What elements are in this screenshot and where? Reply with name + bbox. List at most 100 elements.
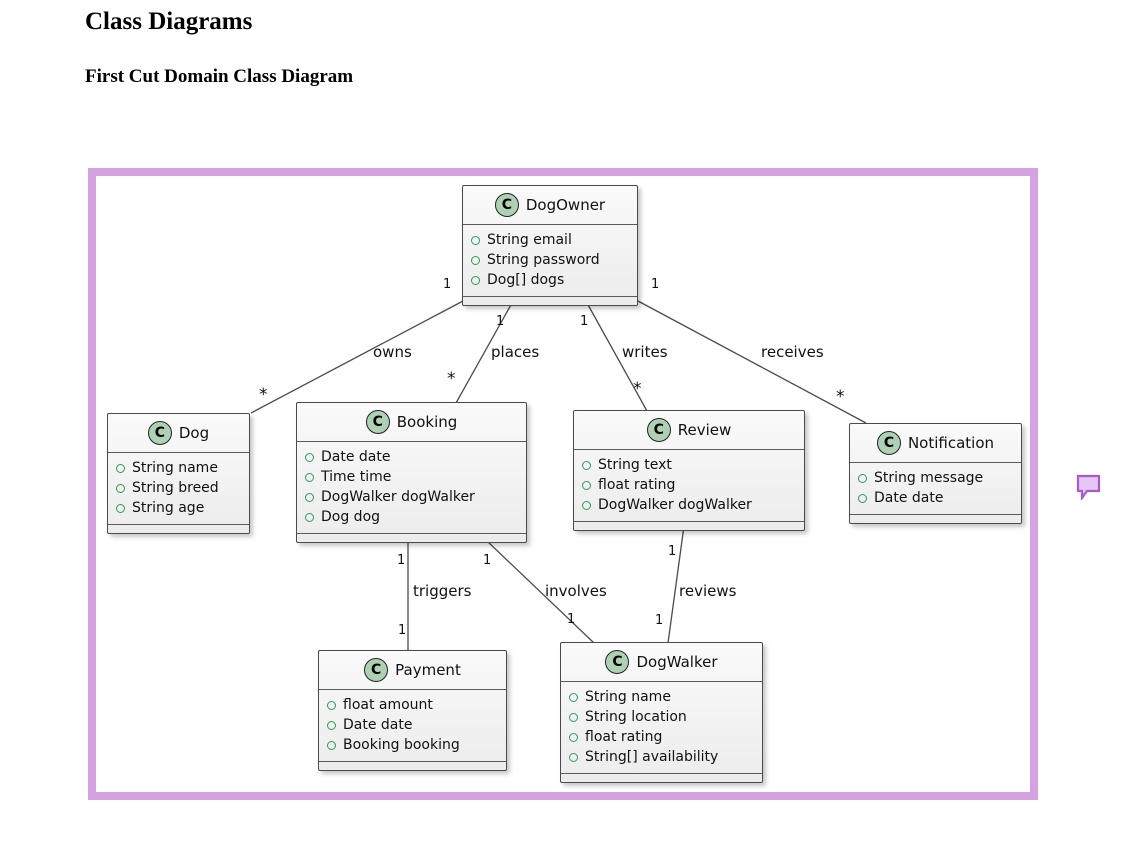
mult-places-source: 1 [496,314,505,329]
attribute-row: float rating [569,727,754,747]
attribute-text: String breed [132,480,219,496]
field-visibility-icon [305,492,314,502]
field-visibility-icon [569,692,578,702]
field-visibility-icon [305,452,314,462]
relation-label-receives: receives [761,343,824,361]
mult-receives-source: 1 [651,277,660,292]
attribute-text: float amount [343,697,433,713]
mult-involves-target: 1 [567,612,576,627]
mult-writes-source: 1 [580,314,589,329]
class-name: Review [677,421,732,439]
attribute-row: String[] availability [569,747,754,767]
mult-places-target: * [447,369,456,389]
attribute-text: String password [487,252,600,268]
class-header: C DogOwner [463,186,637,225]
attribute-text: String name [585,689,671,705]
attributes-compartment: String message Date date [850,463,1021,514]
attribute-text: String age [132,500,205,516]
class-notification: C Notification String message Date date [849,423,1022,524]
attribute-row: String message [858,468,1013,488]
mult-receives-target: * [836,387,845,407]
field-visibility-icon [569,712,578,722]
field-visibility-icon [471,235,480,245]
mult-writes-target: * [633,379,642,399]
attribute-row: DogWalker dogWalker [305,487,518,507]
class-icon: C [147,421,172,445]
field-visibility-icon [327,720,336,730]
attribute-text: float rating [585,729,663,745]
attribute-row: String email [471,230,629,250]
attributes-compartment: String name String breed String age [108,453,249,524]
class-header: C DogWalker [561,643,762,682]
page-title: Class Diagrams [85,8,253,35]
attributes-compartment: String name String location float rating… [561,682,762,773]
attribute-text: Date date [321,449,391,465]
attribute-text: Time time [321,469,392,485]
mult-involves-source: 1 [483,553,492,568]
attribute-text: String location [585,709,687,725]
attribute-text: String message [874,470,984,486]
field-visibility-icon [327,740,336,750]
attribute-row: String location [569,707,754,727]
class-name: DogOwner [525,196,606,214]
mult-owns-target: * [259,385,268,405]
class-dogowner: C DogOwner String email String password … [462,185,638,306]
methods-compartment [297,533,526,542]
attribute-text: Date date [343,717,413,733]
mult-triggers-source: 1 [397,553,406,568]
attribute-text: DogWalker dogWalker [598,497,752,513]
class-icon: C [365,410,390,434]
attribute-row: Date date [327,715,498,735]
attribute-row: Date date [305,447,518,467]
field-visibility-icon [471,275,480,285]
relation-label-places: places [491,343,540,361]
class-name: Notification [907,434,995,452]
attribute-text: DogWalker dogWalker [321,489,475,505]
attribute-row: Date date [858,488,1013,508]
attributes-compartment: float amount Date date Booking booking [319,690,506,761]
relation-label-triggers: triggers [413,582,472,600]
class-review: C Review String text float rating DogWal… [573,410,805,531]
field-visibility-icon [116,463,125,473]
methods-compartment [463,296,637,305]
class-booking: C Booking Date date Time time DogWalker … [296,402,527,543]
attribute-row: DogWalker dogWalker [582,495,796,515]
field-visibility-icon [305,512,314,522]
attribute-row: String password [471,250,629,270]
class-name: Payment [395,661,461,679]
attribute-text: Dog dog [321,509,381,525]
comment-speech-bubble-icon[interactable] [1076,474,1102,500]
attribute-row: String text [582,455,796,475]
methods-compartment [108,524,249,533]
attribute-text: Dog[] dogs [487,272,565,288]
methods-compartment [850,514,1021,523]
mult-reviews-target: 1 [655,613,664,628]
methods-compartment [561,773,762,782]
attribute-row: float amount [327,695,498,715]
class-dogwalker: C DogWalker String name String location … [560,642,763,783]
field-visibility-icon [582,480,591,490]
attribute-text: String[] availability [585,749,719,765]
relation-label-writes: writes [622,343,668,361]
field-visibility-icon [569,752,578,762]
attributes-compartment: String text float rating DogWalker dogWa… [574,450,804,521]
field-visibility-icon [582,500,591,510]
field-visibility-icon [116,483,125,493]
class-header: C Payment [319,651,506,690]
field-visibility-icon [116,503,125,513]
attribute-row: String name [116,458,241,478]
attribute-row: float rating [582,475,796,495]
class-payment: C Payment float amount Date date Booking… [318,650,507,771]
mult-owns-source: 1 [443,277,452,292]
attribute-row: String breed [116,478,241,498]
mult-triggers-target: 1 [398,623,407,638]
class-name: DogWalker [636,653,718,671]
field-visibility-icon [582,460,591,470]
field-visibility-icon [858,473,867,483]
attribute-text: String name [132,460,218,476]
attribute-text: Booking booking [343,737,460,753]
class-icon: C [605,650,630,674]
mult-reviews-source: 1 [668,544,677,559]
class-dog: C Dog String name String breed String ag… [107,413,250,534]
class-icon: C [494,193,519,217]
